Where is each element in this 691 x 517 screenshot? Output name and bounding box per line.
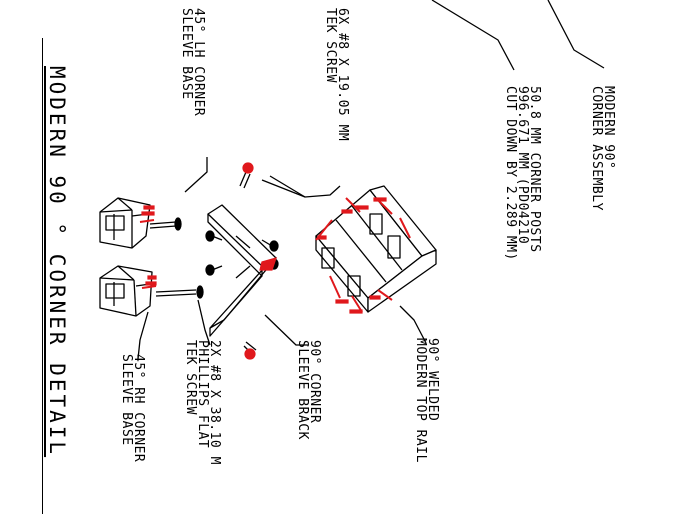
leader-bracket [264,314,308,346]
welded-top-rail [315,185,437,313]
page-title: MODERN 90 ° CORNER DETAIL [45,66,69,458]
leader-lh-base [184,157,208,193]
rh-sleeve-base [99,265,153,317]
leader-6x-screw [269,175,341,198]
corner-sleeve-bracket [207,204,277,337]
flat-screws [149,217,204,299]
lh-sleeve-base [99,197,151,249]
red-edges [139,197,411,313]
leader-top-rail [399,305,427,344]
leader-2x-screw [197,299,211,346]
leader-corner-assembly [547,0,605,69]
leader-lines [137,0,605,360]
title-rule [42,38,43,514]
leader-6x-screw-b [261,179,306,198]
leader-rh-base [137,311,149,360]
red-highlights [141,162,387,360]
label-corner-assembly: MODERN 90°CORNER ASSEMBLY [589,86,616,211]
leader-corner-posts [431,0,515,71]
